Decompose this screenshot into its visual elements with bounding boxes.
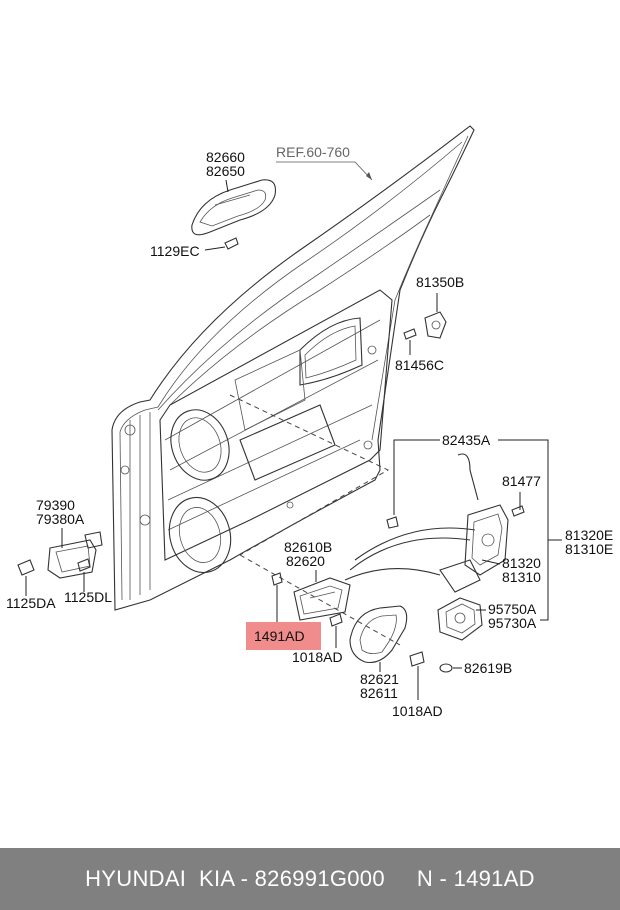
label-1125DL: 1125DL (64, 589, 112, 605)
label-81350B: 81350B (416, 274, 464, 290)
label-82650: 82650 (206, 163, 245, 179)
bolt-1125DL (77, 558, 91, 572)
label-1129EC: 1129EC (150, 243, 200, 259)
leader-82435A-left (393, 439, 440, 515)
label-81310: 81310 (502, 569, 541, 585)
label-82619B: 82619B (464, 660, 512, 676)
label-81320: 81320 (502, 555, 541, 571)
door-frame (111, 125, 475, 611)
label-79380A: 79380A (36, 511, 85, 527)
label-1125DA: 1125DA (6, 595, 56, 611)
leader-82660 (225, 179, 229, 193)
ref-underline (276, 161, 373, 181)
ref-arrow-icon (366, 172, 372, 180)
parts-diagram: REF.60-760 82660 82650 1129EC 81350B 814… (6, 125, 613, 719)
label-1018AD-a: 1018AD (292, 649, 343, 665)
label-82610B: 82610B (284, 539, 332, 555)
label-82620: 82620 (286, 553, 325, 569)
clip-1491AD (271, 572, 283, 586)
clip-82435A (386, 516, 399, 529)
inner-panel (120, 289, 393, 600)
label-82435A: 82435A (442, 432, 491, 448)
dashed-area-lower (239, 554, 401, 646)
door-checker (47, 531, 103, 579)
ref-label: REF.60-760 (276, 144, 350, 160)
screw-81456C (403, 328, 417, 340)
leader-81320 (481, 559, 501, 565)
door-latch (439, 504, 509, 593)
dashed-area-upper (229, 394, 390, 556)
part-number-footer: HYUNDAI KIA - 826991G000 N - 1491AD (0, 848, 620, 910)
cap-82619B (439, 663, 453, 673)
label-1491AD: 1491AD (254, 628, 305, 644)
striker-81350B (424, 311, 447, 339)
label-95750A: 95750A (488, 601, 537, 617)
screw-1018AD-a (329, 613, 343, 627)
inside-handle-bracket (293, 577, 351, 621)
leader-1129EC (204, 246, 226, 251)
label-82611: 82611 (360, 685, 398, 701)
latch-rods (344, 453, 479, 581)
footer-text: HYUNDAI KIA - 826991G000 N - 1491AD (85, 866, 535, 891)
leader-82435A-right (498, 439, 549, 621)
label-95730A: 95730A (488, 615, 537, 631)
screw-81477 (511, 505, 525, 517)
screw-1018AD-b (409, 651, 425, 667)
actuator (437, 597, 483, 641)
label-81477: 81477 (502, 473, 541, 489)
outside-handle (191, 179, 277, 236)
label-79390: 79390 (36, 497, 75, 513)
inside-handle (349, 605, 408, 664)
screw-1129EC (224, 237, 239, 250)
label-81310E: 81310E (565, 541, 613, 557)
label-1018AD-b: 1018AD (392, 703, 443, 719)
label-81320E: 81320E (565, 527, 613, 543)
label-82621: 82621 (360, 671, 399, 687)
label-82660: 82660 (206, 149, 245, 165)
bolt-1125DA (17, 559, 35, 576)
highlight-1491AD (246, 622, 321, 650)
label-81456C: 81456C (395, 357, 444, 373)
